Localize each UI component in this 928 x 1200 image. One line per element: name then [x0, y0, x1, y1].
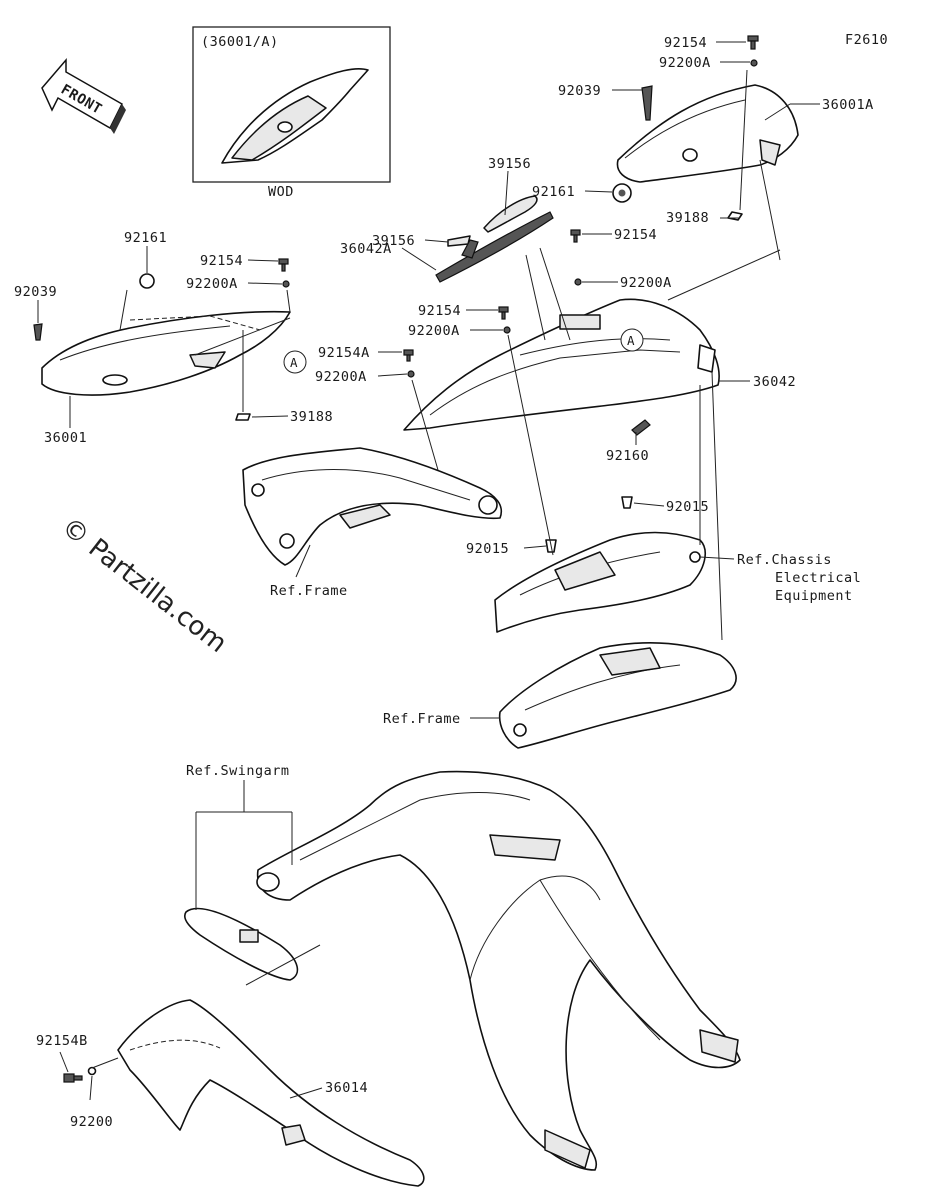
label-ref-chassis-1: Ref.Chassis: [737, 552, 832, 568]
screw-92154-mid-r: [570, 229, 581, 243]
strip-39156-a: [483, 195, 538, 233]
label-36042A: 36042A: [340, 241, 392, 257]
pad-39188-left: [235, 413, 251, 421]
label-92200: 92200: [70, 1114, 113, 1130]
chain-slider: [184, 907, 299, 981]
label-39188-right: 39188: [666, 210, 709, 226]
label-ref-chassis-3: Equipment: [775, 588, 853, 604]
label-39188-left: 39188: [290, 409, 333, 425]
label-ref-chassis-2: Electrical: [775, 570, 861, 586]
ref-frame-lower: [498, 641, 737, 749]
label-92200A-mid-r: 92200A: [620, 275, 672, 291]
label-36001: 36001: [44, 430, 87, 446]
washer-92200A-left: [282, 280, 290, 288]
label-92154B: 92154B: [36, 1033, 88, 1049]
label-39156-b: 39156: [372, 233, 415, 249]
label-92200A-top: 92200A: [659, 55, 711, 71]
label-92154-mid: 92154: [418, 303, 461, 319]
label-36042: 36042: [753, 374, 796, 390]
leader-lines: [37, 41, 820, 1101]
inset-box: (36001/A) WOD: [192, 26, 391, 200]
label-92015-r: 92015: [666, 499, 709, 515]
washer-92200A-mid: [503, 326, 511, 334]
label-92160: 92160: [606, 448, 649, 464]
screw-92154-top: [747, 35, 759, 50]
label-92154-mid-r: 92154: [614, 227, 657, 243]
collar-92015-r: [621, 496, 633, 509]
screw-92154-mid: [498, 306, 509, 320]
label-92015-l: 92015: [466, 541, 509, 557]
bolt-92154B: [63, 1073, 83, 1083]
label-92039-right: 92039: [558, 83, 601, 99]
grommet-92161-left: [139, 273, 155, 289]
label-39156-a: 39156: [488, 156, 531, 172]
callout-a-left: A: [283, 350, 307, 374]
label-36001A: 36001A: [822, 97, 874, 113]
washer-92200A-top: [750, 59, 758, 67]
part-labels: 92154 92200A 92039 36001A 39156 39156 92…: [14, 35, 874, 1130]
label-92154-left: 92154: [200, 253, 243, 269]
ref-swingarm: [256, 770, 741, 1171]
label-92161-right: 92161: [532, 184, 575, 200]
callout-a-right: A: [620, 328, 644, 352]
clip-92039-right: [641, 85, 653, 121]
svg-text:A: A: [627, 333, 635, 348]
ref-frame-upper: [242, 447, 502, 566]
label-36014: 36014: [325, 1080, 368, 1096]
label-ref-frame-2: Ref.Frame: [383, 711, 461, 727]
part-36001: [41, 310, 291, 396]
strip-39156-b: [447, 235, 471, 247]
part-36001A: [616, 84, 799, 183]
label-92200A-left: 92200A: [186, 276, 238, 292]
spring-92160: [631, 419, 651, 436]
ref-chassis-tray: [494, 531, 706, 633]
watermark: © Partzilla.com: [56, 512, 233, 659]
label-92154A: 92154A: [318, 345, 370, 361]
label-92039-left: 92039: [14, 284, 57, 300]
pad-39188-right: [727, 211, 743, 221]
label-92200A-mid: 92200A: [408, 323, 460, 339]
screw-92154-left: [278, 258, 289, 272]
part-36014: [117, 999, 425, 1187]
figure-code: F2610: [845, 32, 888, 48]
label-ref-swingarm: Ref.Swingarm: [186, 763, 290, 779]
screw-92154A: [403, 349, 414, 362]
washer-92200A-mid-r: [574, 278, 582, 286]
label-92154-top: 92154: [664, 35, 707, 51]
front-arrow-icon: FRONT: [41, 57, 126, 134]
svg-text:A: A: [290, 355, 298, 370]
washer-92200: [87, 1066, 97, 1076]
label-92161-left: 92161: [124, 230, 167, 246]
clip-92039-left: [33, 323, 43, 341]
washer-92200A-low: [407, 370, 415, 378]
label-92200A-low: 92200A: [315, 369, 367, 385]
label-ref-frame-1: Ref.Frame: [270, 583, 348, 599]
inset-caption: WOD: [268, 184, 294, 200]
inset-title: (36001/A): [201, 34, 279, 50]
